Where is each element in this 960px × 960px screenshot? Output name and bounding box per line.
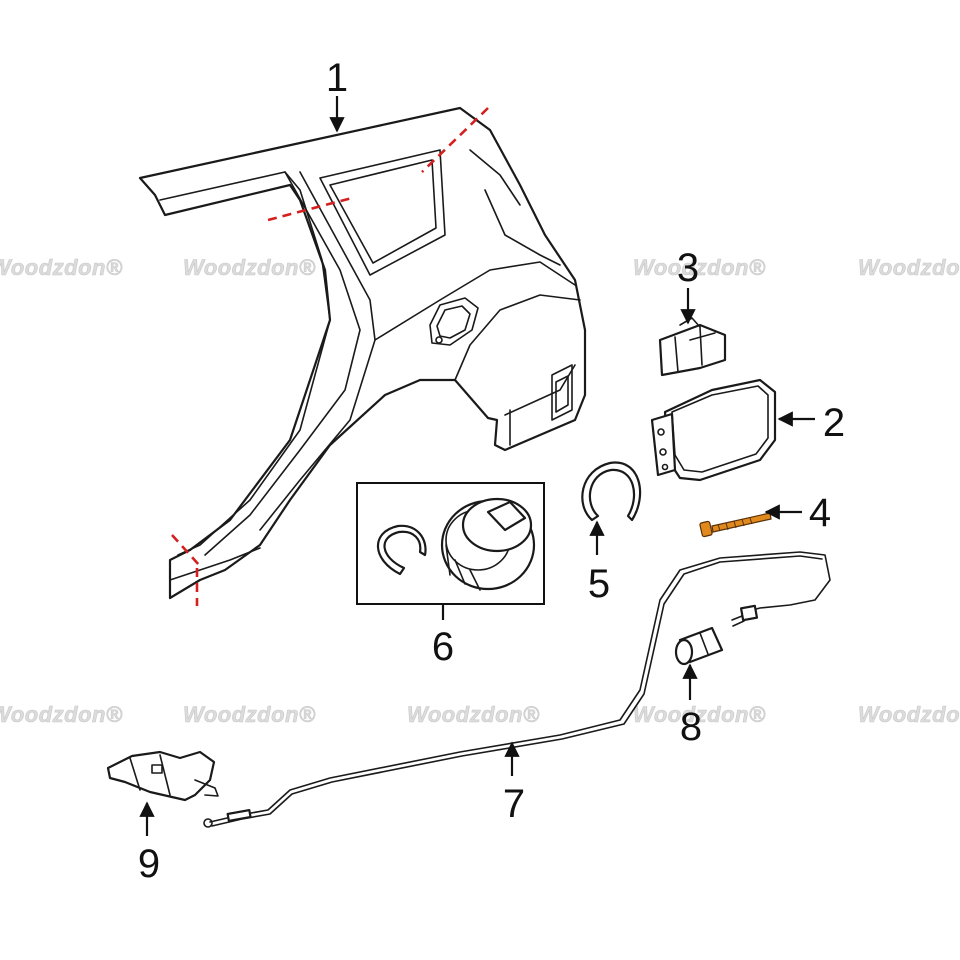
watermark: Woodzdon®: [183, 702, 316, 727]
fuel-cap-kit-part: [356, 482, 545, 605]
watermark: Woodzdon®: [407, 702, 540, 727]
callout-9: 9: [138, 842, 160, 886]
watermark: Woodzdon®: [633, 702, 766, 727]
cut-lines: [171, 107, 489, 606]
watermark: Woodzdon®: [0, 702, 123, 727]
fuel-door-part: [650, 378, 777, 482]
latch-part: [106, 750, 219, 802]
callout-1: 1: [326, 56, 348, 100]
watermark: Woodzdon®: [858, 702, 960, 727]
callout-6: 6: [432, 625, 454, 669]
cut-line: [421, 107, 489, 173]
hinge-part: [658, 317, 727, 377]
callout-2: 2: [823, 401, 845, 445]
callout-4: 4: [809, 491, 831, 535]
callout-3: 3: [677, 246, 699, 290]
watermark: Woodzdon®: [183, 255, 316, 280]
callout-8: 8: [680, 705, 702, 749]
cable-housing-part: [674, 626, 724, 666]
watermark: Woodzdon®: [0, 255, 123, 280]
bolt-part: [699, 512, 772, 538]
watermark: Woodzdon®: [858, 255, 960, 280]
cut-line: [171, 534, 201, 567]
callout-5: 5: [588, 562, 610, 606]
leader-lines: [139, 96, 815, 836]
callout-labels: 1 2 3 4 5 6 7 8 9: [138, 56, 845, 886]
quarter-panel-part: [138, 106, 587, 600]
retaining-ring-part: [581, 461, 642, 522]
watermark: Woodzdon®: [633, 255, 766, 280]
release-cable-part: [203, 551, 831, 828]
callout-7: 7: [503, 782, 525, 826]
